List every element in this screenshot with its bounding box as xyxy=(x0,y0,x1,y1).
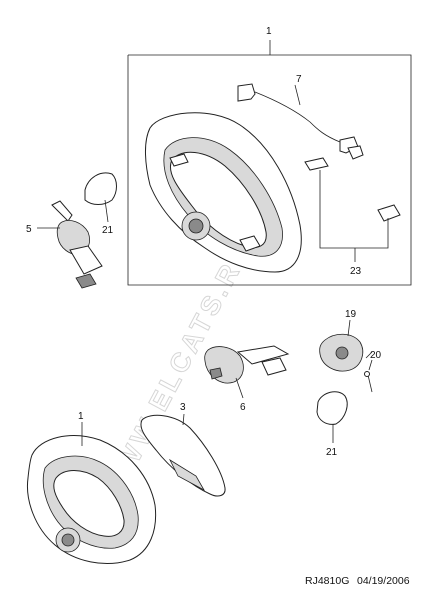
callout-1-lower: 1 xyxy=(78,411,84,422)
airbag-module xyxy=(140,413,226,497)
callout-23: 23 xyxy=(350,266,362,277)
diagram-footer: RJ4810G 04/19/2006 xyxy=(305,575,410,587)
horn-clip-parts xyxy=(304,157,401,262)
steering-wheel-airbag-assembly xyxy=(145,112,302,273)
diagram-code: RJ4810G xyxy=(305,575,349,587)
callout-7: 7 xyxy=(296,74,302,85)
switch-cover-upper xyxy=(84,172,117,223)
clock-spring xyxy=(319,319,364,372)
callout-20: 20 xyxy=(370,350,382,361)
combination-switch-upper xyxy=(51,200,103,289)
callout-5: 5 xyxy=(26,224,32,235)
assembly-frame-upper xyxy=(127,40,412,286)
switch-cover-lower xyxy=(316,391,348,443)
steering-wheel-lower xyxy=(26,422,157,565)
callout-19: 19 xyxy=(345,309,357,320)
wiring-harness xyxy=(237,83,364,160)
callout-21-upper: 21 xyxy=(102,225,114,236)
callout-labels: 1 7 5 21 23 19 20 6 1 3 21 xyxy=(26,26,382,458)
callout-6: 6 xyxy=(240,402,246,413)
combination-switch-lower xyxy=(204,345,290,399)
leader-lines xyxy=(37,84,373,359)
screw xyxy=(364,359,373,393)
callout-3: 3 xyxy=(180,402,186,413)
callout-1-upper: 1 xyxy=(266,26,272,37)
diagram-date: 04/19/2006 xyxy=(357,575,410,587)
callout-21-lower: 21 xyxy=(326,447,338,458)
